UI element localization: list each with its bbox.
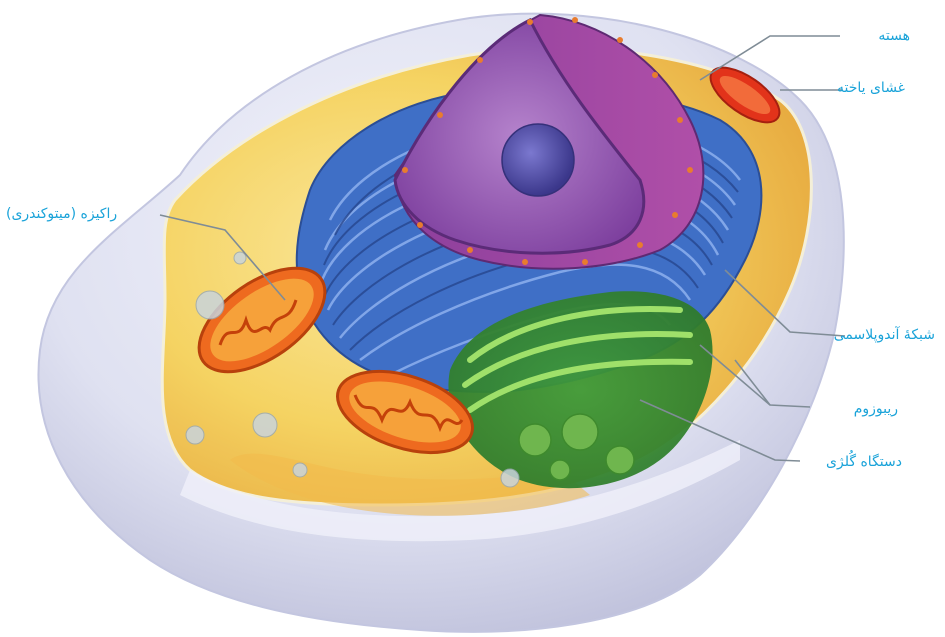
label-mitochondria: راکیزه (میتوکندری) (6, 205, 117, 223)
label-nucleus: هسته (878, 27, 910, 45)
label-cell-membrane: غشای یاخته (837, 79, 905, 97)
label-endoplasmic-reticulum: شبکهٔ آندوپلاسمی (834, 326, 935, 344)
label-golgi: دستگاه گُلژی (826, 453, 902, 471)
label-ribosome: ریبوزوم (854, 400, 898, 418)
nucleolus (502, 124, 574, 196)
